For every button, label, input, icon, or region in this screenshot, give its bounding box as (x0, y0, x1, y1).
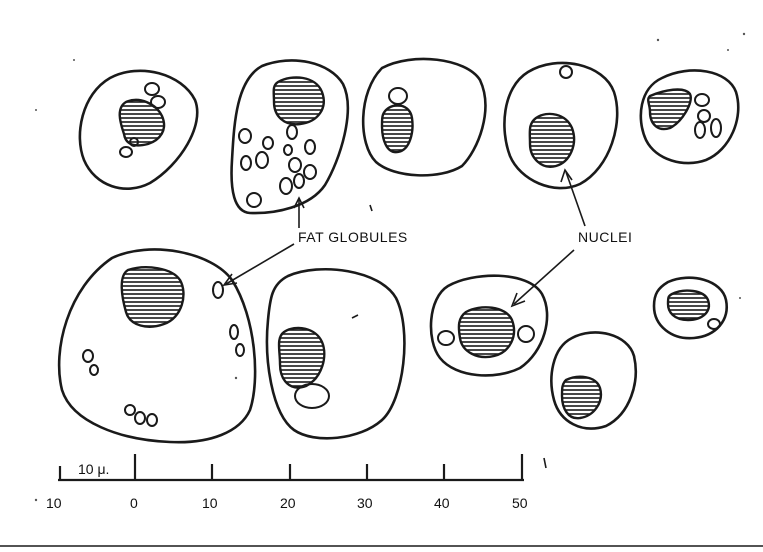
scale-tick-label: 10 (46, 495, 62, 511)
scale-tick-label: 10 (202, 495, 218, 511)
speck-line (352, 315, 358, 318)
nucleus (122, 267, 184, 326)
nucleus (459, 307, 514, 357)
fat-globule (284, 145, 292, 155)
cell-2 (232, 60, 348, 213)
cell-7 (267, 269, 404, 438)
fat-globule (294, 174, 304, 188)
nucleus (279, 328, 324, 388)
nucleus (274, 77, 324, 124)
fat-globule (145, 83, 159, 95)
speck-line (370, 205, 372, 211)
cell-3 (363, 59, 485, 175)
fat-globule (695, 122, 705, 138)
nucleus (648, 90, 691, 130)
fat-globule (83, 350, 93, 362)
speck (657, 39, 659, 41)
fat-globule (147, 414, 157, 426)
fat-globule (695, 94, 709, 106)
fat-globule (708, 319, 720, 329)
cell-6 (59, 249, 255, 442)
fat-globule (236, 344, 244, 356)
nuclei-leader-up (566, 172, 585, 226)
speck (743, 33, 745, 35)
fat-globule (389, 88, 407, 104)
fat-globule (120, 147, 132, 157)
scale-tick-label: 0 (130, 495, 138, 511)
nucleus (382, 105, 412, 152)
fat-globule (280, 178, 292, 194)
scale-tick-label: 50 (512, 495, 528, 511)
fat-globules-label: FAT GLOBULES (298, 229, 408, 245)
fat-globule (438, 331, 454, 345)
speck-line (544, 458, 546, 468)
fat-globule (289, 158, 301, 172)
fat-globules-callout: FAT GLOBULES (224, 198, 408, 285)
cell-10 (654, 278, 727, 338)
fat-globule (295, 384, 329, 408)
fat-globule (256, 152, 268, 168)
fat-globule (518, 326, 534, 342)
speck (35, 499, 37, 501)
fat-globule (213, 282, 223, 298)
speck (35, 109, 37, 111)
scale-tick-label: 40 (434, 495, 450, 511)
cell-9 (551, 332, 635, 428)
nucleus (120, 100, 164, 145)
scale-tick-label: 20 (280, 495, 296, 511)
fat-globule (304, 165, 316, 179)
nucleus (562, 377, 601, 418)
arrowhead (561, 170, 572, 182)
fat-globule (287, 125, 297, 139)
fat-globule (711, 119, 721, 137)
speck (739, 297, 741, 299)
fat-globule (560, 66, 572, 78)
speck (727, 49, 729, 51)
fat-globule (305, 140, 315, 154)
fat-globule (135, 412, 145, 424)
fat-globule (90, 365, 98, 375)
scale-bar: 10 μ. 10 0 10 20 30 40 50 (46, 454, 528, 511)
fat-globule (247, 193, 261, 207)
fat-globule (698, 110, 710, 122)
cell-1 (80, 71, 197, 189)
cell-5 (641, 70, 738, 163)
fat-globule (241, 156, 251, 170)
speck (73, 59, 75, 61)
nucleus (530, 114, 574, 167)
fat-globule (230, 325, 238, 339)
fat-globule (151, 96, 165, 108)
scale-tick-label: 30 (357, 495, 373, 511)
speck (235, 377, 237, 379)
nucleus (668, 291, 709, 320)
nuclei-callout: NUCLEI (512, 170, 632, 306)
fat-globule (125, 405, 135, 415)
paper-specks (0, 33, 763, 546)
fat-globule (263, 137, 273, 149)
fat-globule (239, 129, 251, 143)
nuclei-label: NUCLEI (578, 229, 632, 245)
cell-4 (504, 63, 617, 188)
scale-unit-label: 10 μ. (78, 461, 109, 477)
